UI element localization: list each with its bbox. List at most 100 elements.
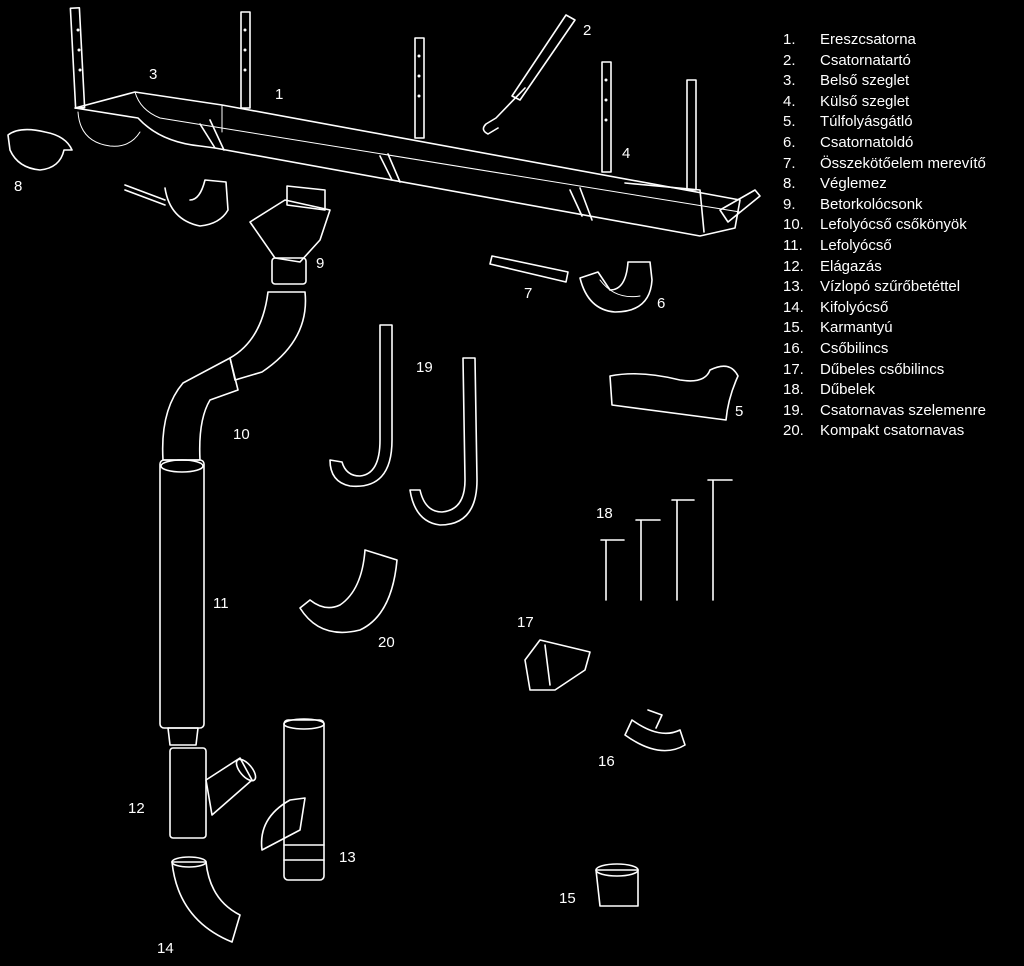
legend-item: 16. Csőbilincs [783,339,986,360]
legend-item: 6. Csatornatoldó [783,133,986,154]
legend-label: Összekötőelem merevítő [820,154,986,172]
callout-16: 16 [598,753,615,770]
rafter-hanger-2 [409,357,478,526]
callout-3: 3 [149,66,158,83]
callout-5: 5 [735,403,744,420]
legend-label: Betorkolócsonk [820,195,923,213]
callout-17: 17 [517,614,534,631]
legend-label: Karmantyú [820,319,893,337]
callout-20: 20 [378,634,395,651]
callout-15: 15 [559,890,576,907]
legend-label: Túlfolyásgátló [820,113,913,131]
callout-14: 14 [157,940,174,957]
legend-label: Lefolyócső [820,236,892,254]
gutter-hanger-top-3 [414,37,425,139]
legend-item: 14. Kifolyócső [783,298,986,319]
legend-number: 9. [783,195,796,213]
legend-number: 6. [783,133,796,151]
legend-item: 9. Betorkolócsonk [783,195,986,216]
legend-number: 1. [783,31,796,48]
legend-item: 11. Lefolyócső [783,236,986,257]
outlet-pipe [171,856,241,943]
gutter-connector [579,261,653,313]
callout-10: 10 [233,426,250,443]
legend-item: 12. Elágazás [783,257,986,278]
gutter-long [74,91,761,237]
legend-item: 19. Csatornavas szelemenre [783,401,986,422]
overflow-guard [609,365,739,421]
legend-number: 11. [783,236,803,254]
legend-label: Kifolyócső [820,298,889,316]
legend-label: Elágazás [820,257,882,275]
legend-number: 18. [783,381,804,399]
gutter-hanger-mid [124,179,229,227]
legend-label: Dűbeles csőbilincs [820,360,945,378]
legend-number: 17. [783,360,804,378]
dowel-pipe-clamp [524,639,591,691]
legend-number: 16. [783,339,804,357]
callout-18: 18 [596,505,613,522]
legend-item: 2. Csatornatartó [783,51,986,72]
callout-6: 6 [657,295,666,312]
legend-number: 5. [783,113,796,131]
parts-legend: 1. Ereszcsatorna 2. Csatornatartó 3. Belső … [783,30,986,442]
legend-number: 20. [783,422,804,440]
legend-label: Csatornatoldó [820,133,914,151]
legend-item: 7. Összekötőelem merevítő [783,154,986,175]
callout-9: 9 [316,255,325,272]
legend-number: 8. [783,175,796,193]
rafter-hanger-1 [329,324,393,488]
legend-label: Lefolyócső csőkönyök [820,216,967,234]
pipe-sleeve [595,863,639,907]
gutter-hanger-top-1 [69,7,86,109]
legend-item: 15. Karmantyú [783,318,986,339]
legend-item: 18. Dűbelek [783,380,986,401]
gutter-hanger-top-5 [686,79,697,191]
callout-8: 8 [14,178,23,195]
legend-label: Vízlopó szűrőbetéttel [820,278,961,296]
legend-label: Belső szeglet [820,72,910,90]
legend-number: 3. [783,72,796,90]
gutter-hanger-top-4 [601,61,612,173]
legend-label: Ereszcsatorna [820,31,916,48]
legend-number: 13. [783,278,804,296]
downpipe-branch [169,747,257,839]
legend-label: Csatornatartó [820,51,911,69]
callout-2: 2 [583,22,592,39]
rainwater-diverter [260,718,325,881]
legend-label: Csatornavas szelemenre [820,401,986,419]
gutter-hanger-top-2 [240,11,251,109]
legend-item: 1. Ereszcsatorna [783,30,986,51]
legend-label: Külső szeglet [820,92,910,110]
legend-item: 13. Vízlopó szűrőbetéttel [783,277,986,298]
end-cap [7,128,73,171]
legend-item: 10. Lefolyócső csőkönyök [783,215,986,236]
legend-number: 7. [783,154,796,172]
downpipe-outlet [249,185,331,285]
legend-item: 3. Belső szeglet [783,71,986,92]
legend-label: Véglemez [820,175,887,193]
legend-item: 5. Túlfolyásgátló [783,112,986,133]
callout-11: 11 [213,595,229,612]
callout-13: 13 [339,849,356,866]
legend-label: Dűbelek [820,381,876,399]
pipe-clamp [624,709,686,752]
legend-label: Kompakt csatornavas [820,422,965,440]
legend-item: 20. Kompakt csatornavas [783,421,986,442]
connector-stiffener [489,255,569,283]
compact-hanger [299,549,398,634]
legend-label: Csőbilincs [820,339,889,357]
legend-number: 14. [783,298,804,316]
legend-number: 15. [783,319,804,337]
callout-12: 12 [128,800,145,817]
legend-number: 4. [783,92,796,110]
downpipe [159,459,205,746]
legend-number: 19. [783,401,804,419]
legend-number: 12. [783,257,804,275]
legend-number: 10. [783,216,804,234]
gutter-bracket-hook [482,14,576,135]
callout-4: 4 [622,145,631,162]
legend-number: 2. [783,51,796,69]
